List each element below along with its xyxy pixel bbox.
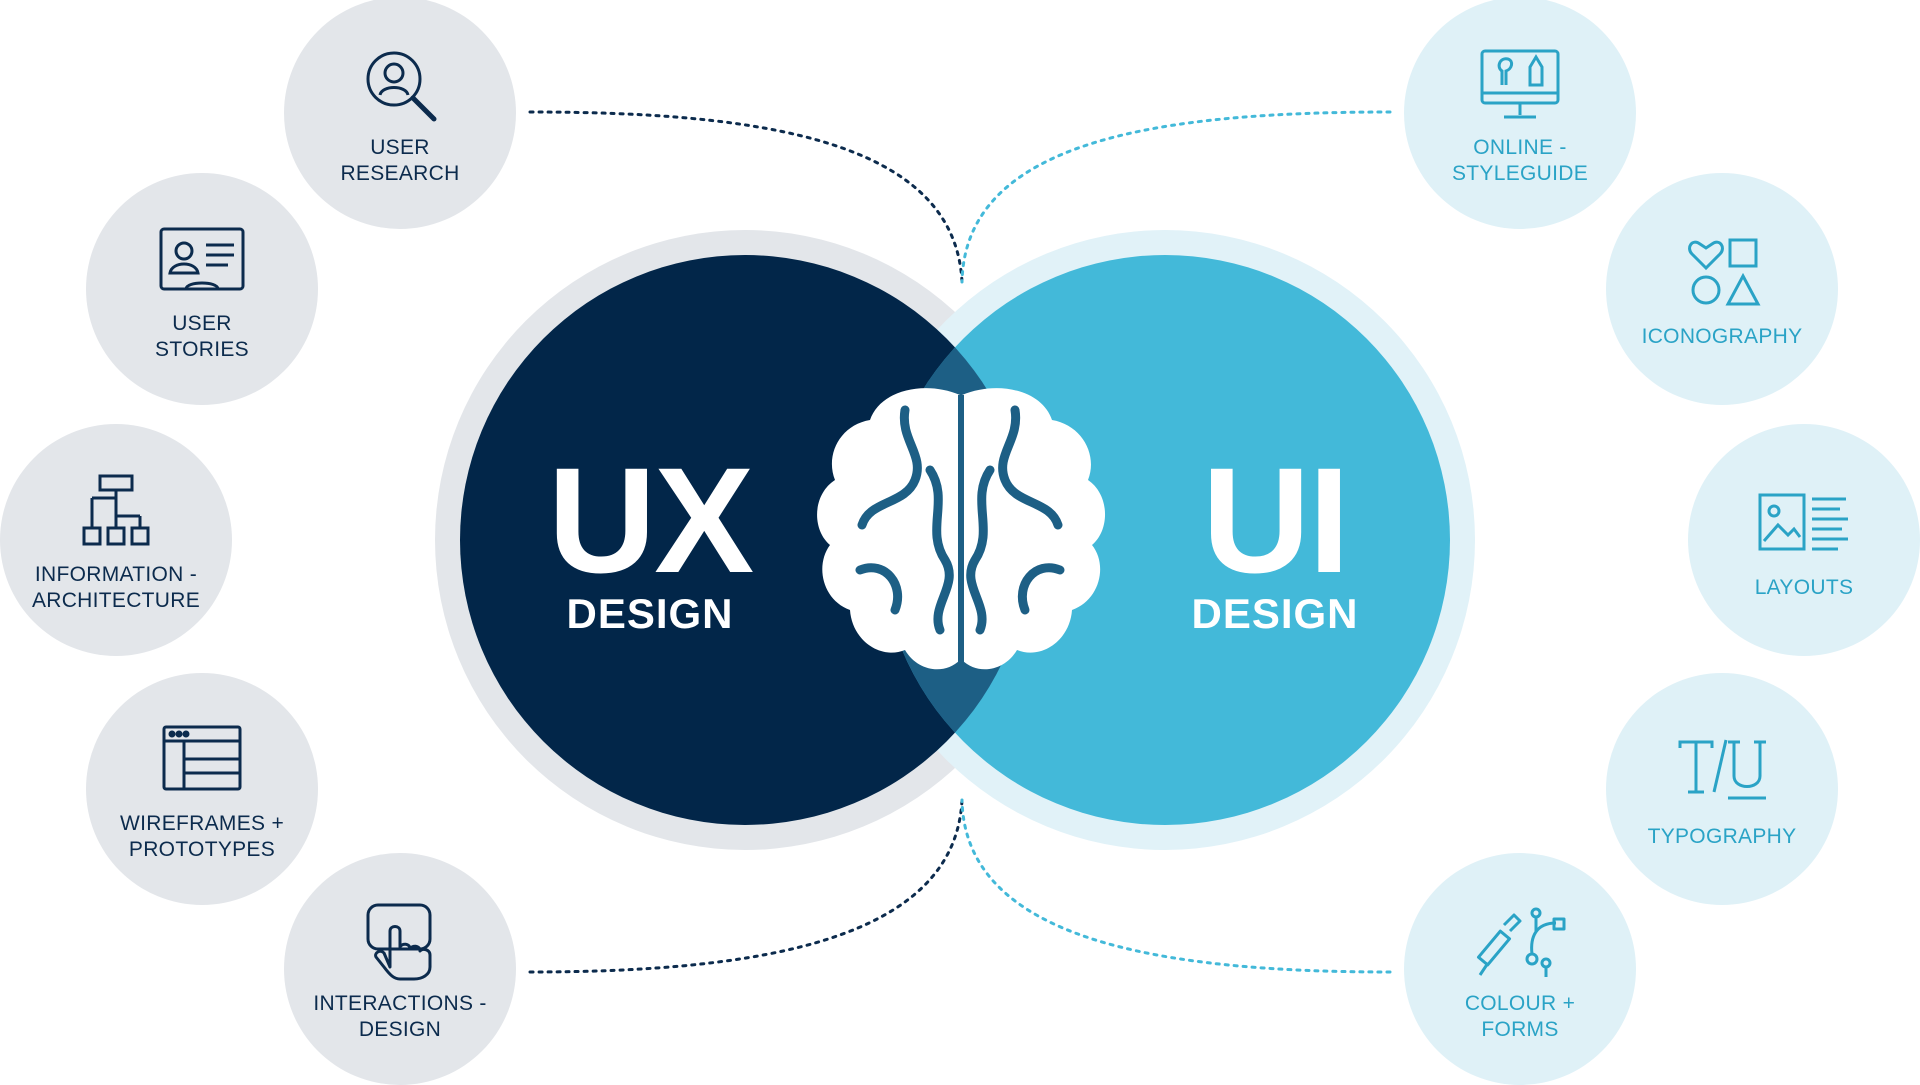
ui-top-connector: [960, 110, 1392, 284]
ux-node-label: WIREFRAMES + PROTOTYPES: [119, 812, 285, 861]
layout-icon: [1758, 493, 1848, 551]
wireframe-window-icon: [162, 725, 242, 791]
ui-node-colour-forms: COLOUR + FORMS: [1404, 853, 1636, 1085]
ui-node-iconography: ICONOGRAPHY: [1606, 173, 1838, 405]
ux-node-label: INFORMATION - ARCHITECTURE: [31, 563, 201, 612]
ui-subtitle: DESIGN: [1191, 590, 1359, 637]
ui-title: UI: [1202, 436, 1350, 604]
user-search-icon: [366, 51, 437, 122]
ui-node-label: ICONOGRAPHY: [1641, 325, 1803, 348]
ui-node-typography: TYPOGRAPHY: [1606, 673, 1838, 905]
ui-node-label: LAYOUTS: [1754, 576, 1854, 599]
monitor-design-icon: [1480, 49, 1560, 119]
typography-icon: [1678, 739, 1766, 800]
ux-node-interactions-design: INTERACTIONS - DESIGN: [284, 853, 516, 1085]
ux-title: UX: [547, 436, 754, 604]
pipette-bezier-icon: [1476, 907, 1566, 977]
ux-bottom-connector: [528, 798, 964, 974]
ui-node-online-styleguide: ONLINE - STYLEGUIDE: [1404, 0, 1636, 229]
ux-node-label: INTERACTIONS - DESIGN: [313, 992, 487, 1041]
shapes-icon: [1688, 238, 1761, 306]
ui-node-label: COLOUR + FORMS: [1464, 992, 1576, 1041]
ui-title-block: UI DESIGN: [1150, 436, 1400, 638]
ux-circle: [460, 255, 1030, 825]
ux-node-information-architecture: INFORMATION - ARCHITECTURE: [0, 424, 232, 656]
ux-node-label: USER STORIES: [155, 312, 249, 361]
ux-node-user-research: USER RESEARCH: [284, 0, 516, 229]
ux-node-label: USER RESEARCH: [340, 136, 460, 185]
ux-node-wireframes-prototypes: WIREFRAMES + PROTOTYPES: [86, 673, 318, 905]
ux-subtitle: DESIGN: [566, 590, 734, 637]
ui-node-label: ONLINE - STYLEGUIDE: [1451, 136, 1589, 185]
ux-title-block: UX DESIGN: [525, 436, 775, 638]
id-card-icon: [159, 227, 245, 291]
sitemap-icon: [82, 474, 150, 546]
ui-node-layouts: LAYOUTS: [1688, 424, 1920, 656]
touch-hand-icon: [366, 903, 432, 981]
ui-node-label: TYPOGRAPHY: [1647, 825, 1797, 848]
brain-icon: [817, 388, 1106, 670]
ux-top-connector: [528, 110, 964, 284]
ux-node-user-stories: USER STORIES: [86, 173, 318, 405]
ui-bottom-connector: [960, 798, 1392, 974]
